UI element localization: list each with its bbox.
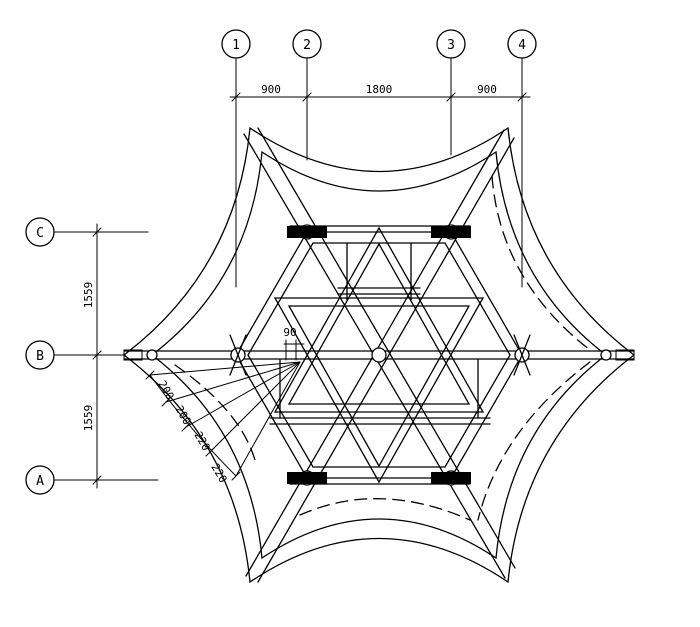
horizontal-dimension-line	[229, 92, 531, 102]
row-axis-bubble-B: B	[25, 340, 55, 370]
svg-text:C: C	[36, 226, 44, 241]
node-plates	[229, 226, 531, 484]
column-axis-bubble-2: 2	[292, 29, 322, 59]
inner-truss	[269, 226, 491, 484]
svg-text:A: A	[36, 474, 44, 489]
dim-200-a: 200	[155, 378, 176, 402]
svg-text:3: 3	[447, 38, 455, 53]
dim-900-right: 900	[477, 83, 497, 96]
svg-text:1: 1	[232, 38, 240, 53]
vertical-dimension-line	[92, 223, 102, 489]
column-axis-bubble-3: 3	[436, 29, 466, 59]
detail-fan-lines	[145, 339, 305, 481]
svg-text:2: 2	[303, 38, 311, 53]
column-axis-bubble-1: 1	[221, 29, 251, 59]
svg-text:4: 4	[518, 38, 526, 53]
dim-90: 90	[283, 326, 296, 339]
dim-1559-upper: 1559	[82, 282, 95, 309]
dim-220-b: 220	[208, 461, 229, 485]
dim-1559-lower: 1559	[82, 405, 95, 432]
dim-900-left: 900	[261, 83, 281, 96]
row-axis-lines	[54, 231, 159, 481]
column-axis-bubble-4: 4	[507, 29, 537, 59]
row-axis-bubble-C: C	[25, 217, 55, 247]
row-axis-bubble-A: A	[25, 465, 55, 495]
svg-text:B: B	[36, 349, 44, 364]
dim-1800: 1800	[366, 83, 393, 96]
beam-end-caps	[123, 349, 635, 361]
dim-200-b: 200	[172, 403, 193, 427]
